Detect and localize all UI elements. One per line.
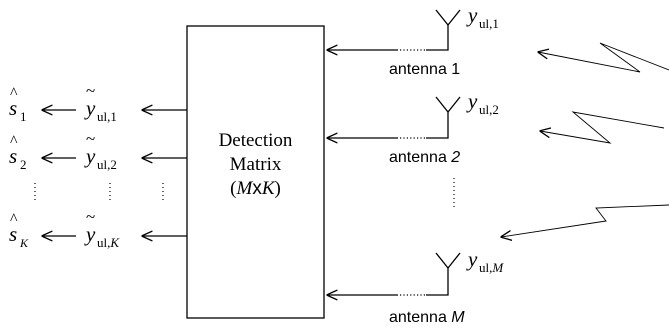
box-label-line2: Matrix (230, 154, 282, 175)
svg-text:s: s (9, 144, 17, 168)
detection-matrix-box (186, 25, 325, 319)
svg-text:^: ^ (10, 85, 18, 102)
antenna-feed-m (426, 268, 449, 296)
antenna-feed-2 (426, 112, 449, 139)
svg-text:~: ~ (86, 207, 95, 226)
antenna-label-1: antenna 1 (389, 61, 460, 78)
antenna-icon-m (435, 252, 461, 270)
svg-text:y: y (84, 96, 96, 120)
antenna-icon-2 (435, 96, 461, 114)
antenna-icon-1 (435, 9, 461, 27)
svg-text:ul,1: ul,1 (97, 109, 117, 124)
svg-text:y: y (466, 89, 478, 113)
svg-text:^: ^ (10, 211, 18, 228)
antenna-label-m: antenna M (389, 309, 465, 326)
signal-zigzag-2 (540, 111, 665, 144)
svg-text:ul,K: ul,K (97, 235, 120, 250)
svg-text:s: s (9, 222, 17, 246)
svg-text:y: y (466, 247, 478, 271)
svg-text:1: 1 (20, 109, 27, 124)
svg-text:2: 2 (20, 157, 27, 172)
svg-text:K: K (19, 236, 29, 250)
svg-text:ul,1: ul,1 (479, 16, 499, 31)
output-label-s2: s ^ 2 (9, 133, 27, 172)
antenna-feed-1 (426, 25, 449, 51)
box-label-line3: (MxK) (230, 178, 281, 199)
input-label-y1: y ul,1 (466, 3, 499, 31)
output-label-y1: y ~ ul,1 (84, 81, 117, 124)
signal-zigzag-3 (501, 204, 669, 237)
signal-zigzag-1 (538, 42, 669, 73)
svg-text:ul,2: ul,2 (479, 102, 499, 117)
output-label-sk: s ^ K (9, 211, 29, 250)
svg-text:y: y (466, 3, 478, 27)
input-label-ym: y ul,M (466, 247, 504, 275)
svg-text:ul,M: ul,M (479, 260, 504, 275)
svg-text:y: y (84, 144, 96, 168)
svg-text:~: ~ (86, 129, 95, 148)
box-label-line1: Detection (219, 130, 293, 151)
output-label-y2: y ~ ul,2 (84, 129, 117, 172)
svg-text:ul,2: ul,2 (97, 157, 117, 172)
svg-text:y: y (84, 222, 96, 246)
svg-text:^: ^ (10, 133, 18, 150)
antenna-label-2: antenna 2 (389, 149, 460, 166)
output-label-yk: y ~ ul,K (84, 207, 120, 250)
svg-text:~: ~ (86, 81, 95, 100)
input-label-y2: y ul,2 (466, 89, 499, 117)
output-label-s1: s ^ 1 (9, 85, 27, 124)
svg-text:s: s (9, 96, 17, 120)
